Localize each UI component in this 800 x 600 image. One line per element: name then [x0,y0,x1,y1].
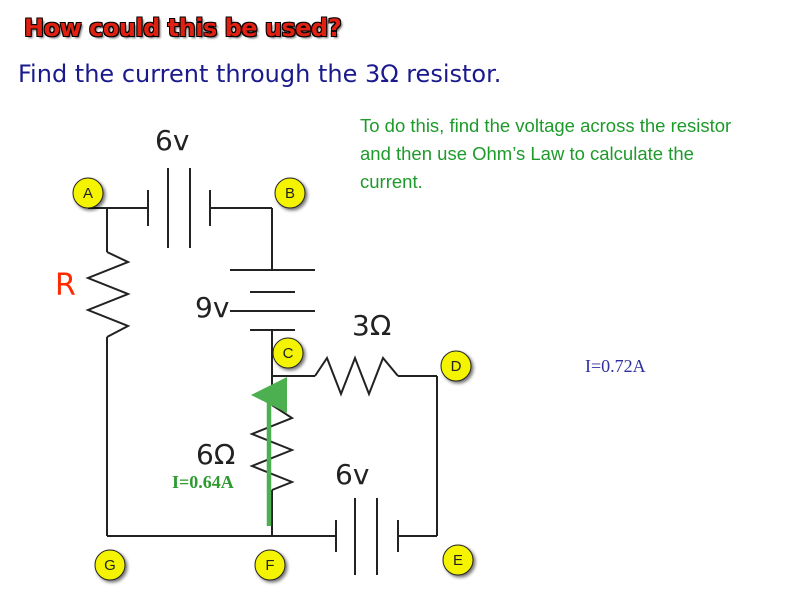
current-3ohm-label: I=0.72A [585,356,646,376]
resistor-3ohm-label: 3Ω [352,309,391,342]
node-d-label: D [451,358,462,375]
wires [88,207,438,537]
battery-bottom-label: 6v [335,458,369,491]
instruction-note: To do this, find the voltage across the … [360,115,732,192]
node-b-label: B [285,185,295,202]
resistor-6ohm [249,404,295,491]
node-e: E [442,544,474,576]
resistor-6ohm-label: 6Ω [196,438,235,471]
node-g: G [94,549,126,581]
slide-title: How could this be used? [24,14,342,42]
node-d: D [440,350,472,382]
resistor-r-label: R [55,268,76,303]
battery-middle-label: 9v [195,291,229,324]
resistor-3ohm [314,355,399,397]
node-f: F [254,549,286,581]
node-c: C [272,337,304,369]
node-a: A [72,177,104,209]
node-a-label: A [83,185,93,202]
battery-middle [230,269,315,331]
node-e-label: E [453,552,463,569]
current-cf-label: I=0.64A [172,472,234,492]
battery-bottom [335,498,399,575]
resistor-r [85,251,131,338]
slide-subtitle: Find the current through the 3Ω resistor… [18,60,502,88]
battery-top [147,168,211,248]
node-b: B [274,177,306,209]
node-g-label: G [104,557,116,574]
node-f-label: F [265,557,274,574]
node-c-label: C [283,345,294,362]
battery-top-label: 6v [155,124,189,157]
